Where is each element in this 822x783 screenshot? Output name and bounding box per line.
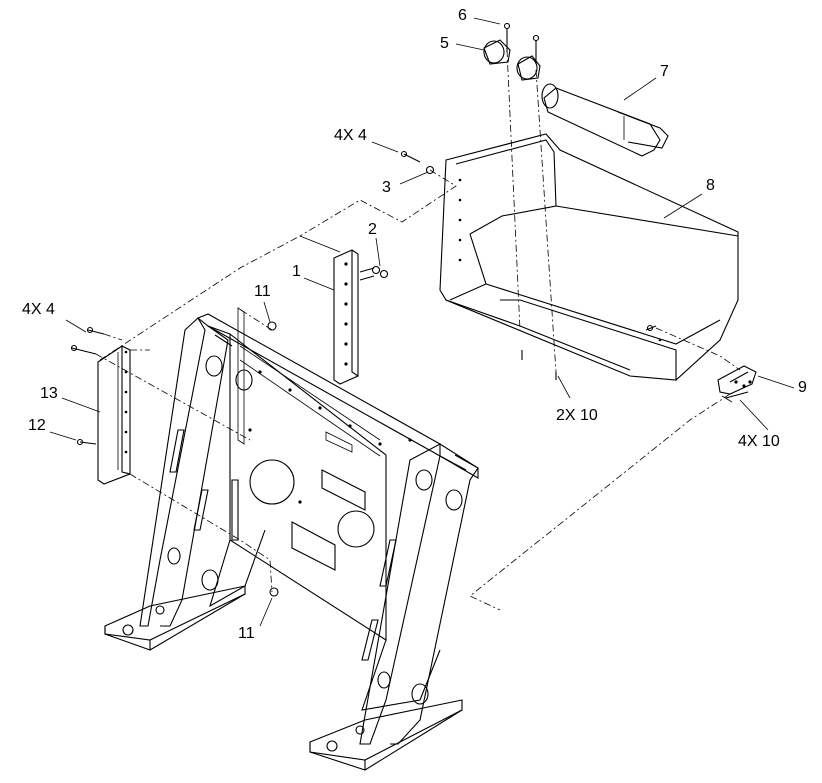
callout-2: 2 — [368, 221, 377, 238]
callout-2x10: 2X 10 — [556, 407, 598, 424]
callout-4x10: 4X 10 — [738, 433, 780, 450]
callout-7: 7 — [660, 63, 669, 80]
callout-8: 8 — [706, 177, 715, 194]
callout-11-top: 11 — [254, 283, 271, 300]
assembly-lines — [95, 49, 741, 611]
callout-13: 13 — [40, 385, 58, 402]
leader-lines — [49, 17, 795, 627]
callout-1: 1 — [292, 263, 301, 280]
callout-3: 3 — [382, 179, 391, 196]
callout-5: 5 — [440, 35, 449, 52]
end-caps — [483, 22, 541, 81]
side-panel — [70, 326, 131, 485]
tray — [439, 133, 739, 381]
callout-4x4-left: 4X 4 — [22, 301, 55, 318]
callout-12: 12 — [28, 417, 46, 434]
roller — [541, 83, 669, 157]
callout-9: 9 — [798, 379, 807, 396]
main-frame — [104, 313, 479, 771]
bracket-plate — [237, 235, 389, 445]
latch — [717, 365, 757, 403]
fasteners — [267, 150, 557, 597]
callout-6: 6 — [458, 7, 467, 24]
callout-4x4-top: 4X 4 — [334, 127, 367, 144]
callout-11-bottom: 11 — [238, 625, 255, 642]
